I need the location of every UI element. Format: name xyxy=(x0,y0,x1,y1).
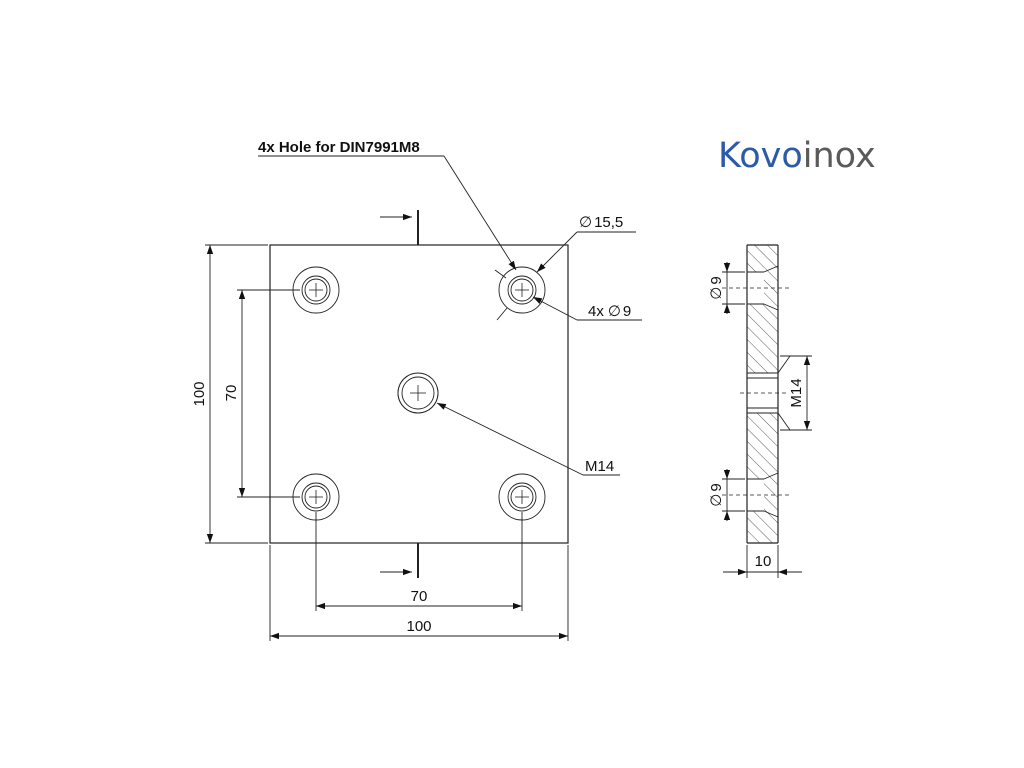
leader-hole-note xyxy=(258,155,517,271)
leader-through-hole xyxy=(532,296,642,321)
dim-side-thread-label: M14 xyxy=(788,378,805,407)
dim-thickness xyxy=(723,545,802,578)
side-view xyxy=(722,244,790,544)
dim-hole-spacing-v-label: 70 xyxy=(223,385,240,402)
thread-label: M14 xyxy=(585,458,614,475)
dim-side-hole-bottom-label: ∅9 xyxy=(708,483,725,506)
hole-top-right xyxy=(498,266,546,314)
dim-plate-width xyxy=(269,545,569,641)
company-logo: Kovoinox xyxy=(718,136,876,176)
through-hole-label: 4x∅9 xyxy=(588,303,631,320)
dim-hole-spacing-v xyxy=(237,289,300,498)
dim-side-hole-top-label: ∅9 xyxy=(708,276,725,299)
dim-plate-width-label: 100 xyxy=(406,618,431,635)
diameter-symbol: ∅ xyxy=(579,214,592,231)
hole-center-threaded xyxy=(397,372,439,414)
leader-thread xyxy=(436,402,620,476)
dim-hole-spacing-h-label: 70 xyxy=(411,588,428,605)
counterbore-label: ∅15,5 xyxy=(579,214,623,231)
dim-side-thread xyxy=(777,355,812,431)
logo-part-inox: inox xyxy=(803,136,876,176)
dim-plate-height xyxy=(205,244,268,544)
dim-thickness-label: 10 xyxy=(755,553,772,570)
leader-counterbore xyxy=(494,231,636,321)
dim-side-hole-top xyxy=(722,262,745,314)
section-mark-top xyxy=(380,210,419,245)
hole-note-label: 4x Hole for DIN7991M8 xyxy=(258,139,420,156)
logo-part-kovo: Kovo xyxy=(718,136,803,176)
dim-side-hole-bottom xyxy=(722,469,745,521)
dim-hole-spacing-h xyxy=(315,512,523,611)
dim-plate-height-label: 100 xyxy=(191,381,208,406)
section-mark-bottom xyxy=(380,543,419,578)
